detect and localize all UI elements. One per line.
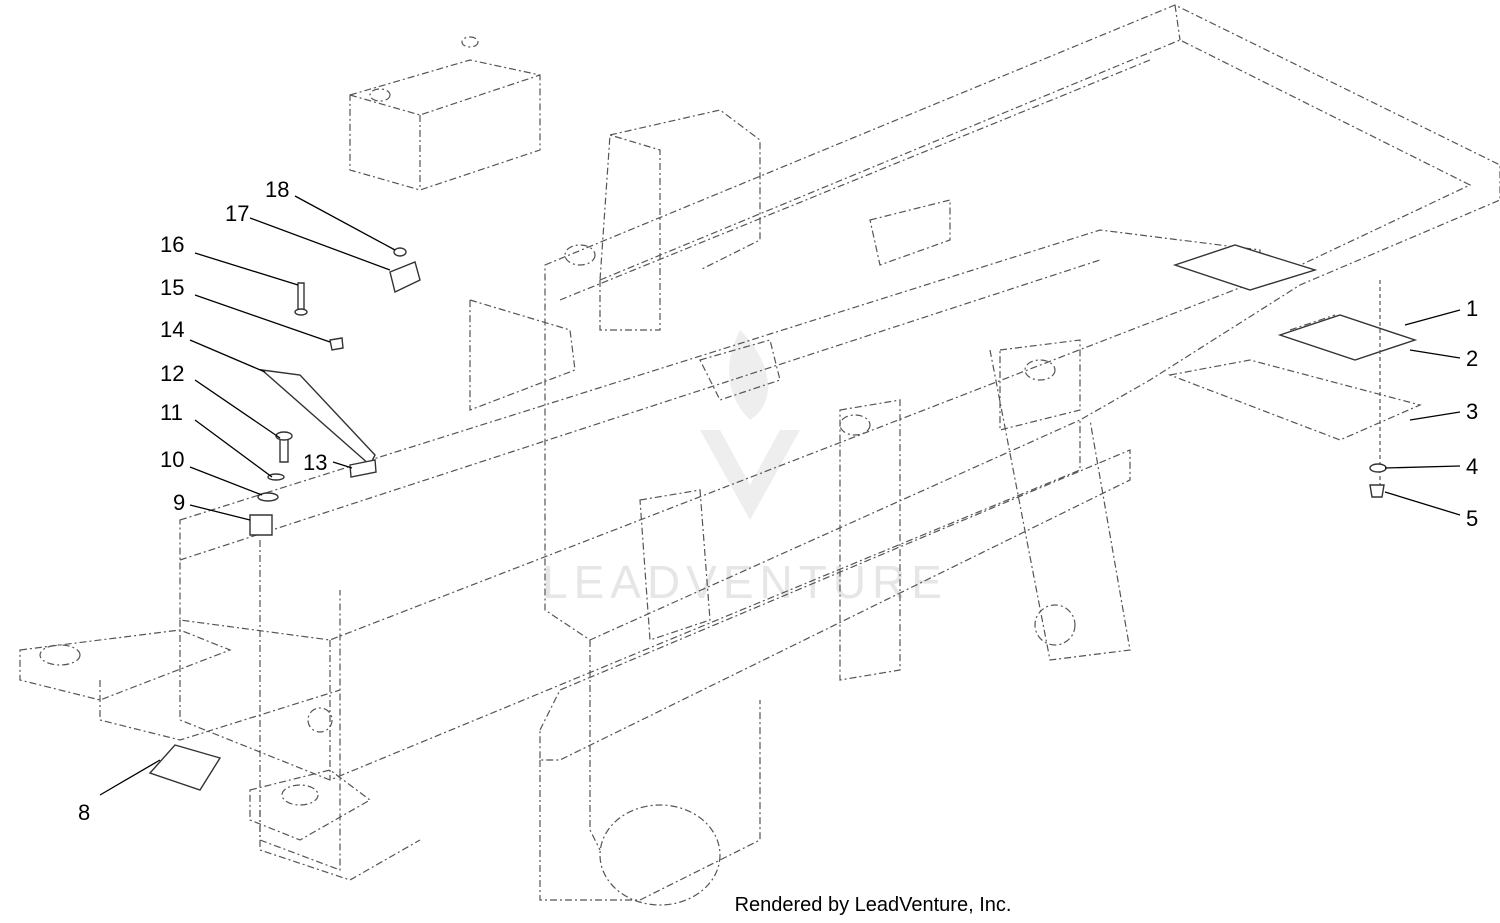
callout-5: 5 [1466,506,1478,531]
callout-9: 9 [173,490,185,515]
callout-4: 4 [1466,454,1478,479]
callout-2: 2 [1466,346,1478,371]
callout-11: 11 [160,400,183,425]
watermark-text: LEADVENTURE [542,556,948,608]
pivot-parts [148,247,421,791]
chassis-frame [19,4,1500,906]
callout-15: 15 [160,275,184,300]
callout-8: 8 [78,800,90,825]
callout-18: 18 [265,177,289,202]
callout-1: 1 [1466,296,1478,321]
access-panel-parts [1167,244,1422,498]
callouts: 1 2 3 4 5 8 9 10 11 12 13 14 15 16 17 18 [78,177,1478,825]
callout-10: 10 [160,447,184,472]
footer-credit: Rendered by LeadVenture, Inc. [735,894,1012,916]
callout-12: 12 [160,361,184,386]
callout-leaders [99,195,1461,796]
callout-14: 14 [160,317,184,342]
callout-3: 3 [1466,399,1478,424]
callout-13: 13 [303,450,327,475]
battery [349,36,541,191]
watermark: LEADVENTURE [542,330,948,608]
callout-17: 17 [225,201,249,226]
callout-16: 16 [160,232,184,257]
